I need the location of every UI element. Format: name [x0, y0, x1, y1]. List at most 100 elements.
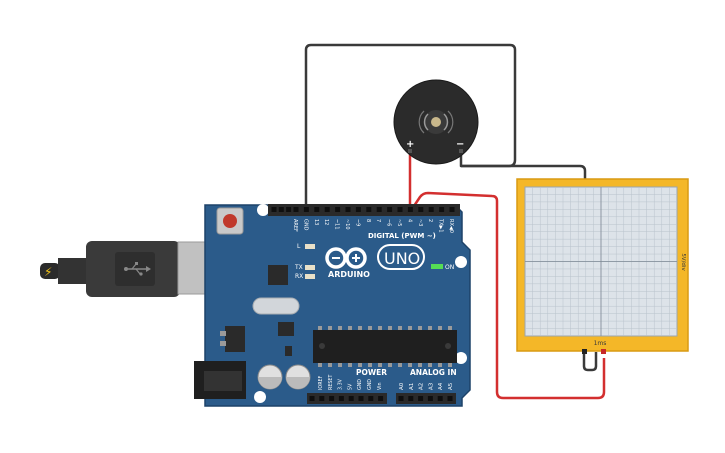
atmega-chip-pins	[318, 326, 452, 367]
digital-pin-label: 4	[406, 219, 412, 222]
on-label: ON	[445, 264, 454, 271]
digital-pin-hole[interactable]	[345, 207, 351, 212]
chip-pin	[438, 363, 442, 367]
piezo-buzzer[interactable]: + −	[393, 79, 479, 165]
atmega-chip	[313, 330, 457, 363]
arduino-brand: ARDUINO	[328, 270, 370, 279]
analog-pin-label: A5	[448, 382, 454, 390]
digital-pin-label: GND	[302, 219, 308, 231]
chip-pin	[358, 363, 362, 367]
power-pin-hole[interactable]	[329, 396, 335, 401]
digital-pin-label: ~9	[354, 219, 360, 226]
wire-buzzer-minus-to-scope[interactable]	[461, 164, 587, 183]
digital-pin-hole[interactable]	[428, 207, 434, 212]
power-pin-hole[interactable]	[338, 396, 344, 401]
digital-pin-hole[interactable]	[397, 207, 403, 212]
power-pin-hole[interactable]	[358, 396, 364, 401]
usb-cable-end	[40, 263, 60, 279]
chip-pin	[348, 363, 352, 367]
digital-pin-hole[interactable]	[449, 207, 455, 212]
wires	[304, 43, 606, 400]
chip-pin	[388, 326, 392, 330]
power-pin-hole[interactable]	[319, 396, 325, 401]
power-pin-hole[interactable]	[368, 396, 374, 401]
oscilloscope[interactable]: 5V/div 1ms	[516, 178, 689, 354]
header-pin-hole[interactable]	[278, 207, 284, 212]
chip-pin	[328, 326, 332, 330]
uno-label: UNO	[384, 249, 420, 268]
chip-pin	[338, 326, 342, 330]
chip-pin	[448, 363, 452, 367]
analog-pin-hole[interactable]	[418, 396, 424, 401]
digital-pin-hole[interactable]	[387, 207, 393, 212]
mounting-hole	[254, 391, 266, 403]
chip-pin	[408, 363, 412, 367]
chip-pin	[318, 363, 322, 367]
header-pin-hole[interactable]	[271, 207, 277, 212]
power-pin-label: IOREF	[318, 375, 324, 390]
usb-chip	[268, 265, 288, 285]
chip-pin	[408, 326, 412, 330]
header-pin-hole[interactable]	[286, 207, 292, 212]
chip-pin	[338, 363, 342, 367]
capacitor	[285, 364, 311, 390]
chip-pin	[428, 363, 432, 367]
digital-pin-hole[interactable]	[293, 207, 299, 212]
bottom-pin-holes	[309, 396, 453, 401]
scope-ground-terminal[interactable]	[582, 349, 587, 354]
led-l	[305, 244, 315, 249]
digital-pin-label: 8	[365, 219, 371, 222]
power-pin-label: RESET	[328, 375, 334, 390]
analog-pin-label: A3	[428, 382, 434, 390]
digital-pin-hole[interactable]	[324, 207, 330, 212]
digital-pin-hole[interactable]	[376, 207, 382, 212]
power-pin-hole[interactable]	[309, 396, 315, 401]
uno-badge	[377, 244, 425, 270]
led-tx	[305, 265, 315, 270]
digital-pin-label: 13	[313, 219, 319, 225]
analog-pin-hole[interactable]	[398, 396, 404, 401]
smd-chip	[278, 322, 294, 336]
buzzer-minus-terminal[interactable]	[459, 149, 463, 153]
digital-pin-hole[interactable]	[407, 207, 413, 212]
digital-pin-hole[interactable]	[335, 207, 341, 212]
digital-pin-hole[interactable]	[355, 207, 361, 212]
power-pin-hole[interactable]	[348, 396, 354, 401]
chip-pin	[318, 326, 322, 330]
scope-probe-terminal[interactable]	[601, 349, 606, 354]
wire-scope-ground-loop[interactable]	[582, 352, 598, 372]
digital-pin-label: RX◀0	[448, 219, 454, 233]
power-pin-hole[interactable]	[378, 396, 384, 401]
analog-pin-hole[interactable]	[427, 396, 433, 401]
analog-pin-hole[interactable]	[447, 396, 453, 401]
capacitor	[257, 364, 283, 390]
digital-pin-hole[interactable]	[314, 207, 320, 212]
digital-pin-hole[interactable]	[303, 207, 309, 212]
voltage-regulator	[225, 326, 245, 352]
lightning-icon: ⚡	[44, 265, 52, 279]
chip-pin	[398, 363, 402, 367]
digital-pin-hole[interactable]	[439, 207, 445, 212]
smd-component	[285, 346, 292, 356]
analog-pin-hole[interactable]	[437, 396, 443, 401]
analog-pin-hole[interactable]	[408, 396, 414, 401]
power-label: POWER	[356, 368, 387, 377]
crystal-oscillator	[252, 297, 300, 315]
analog-header	[396, 393, 456, 404]
digital-pin-hole[interactable]	[366, 207, 372, 212]
digital-pin-label: ~11	[334, 219, 340, 230]
buzzer-plus-terminal[interactable]	[408, 149, 412, 153]
chip-pin	[438, 326, 442, 330]
power-pin-label: 3.3V	[338, 378, 344, 390]
wire-pin4-to-scope-probe[interactable]	[408, 191, 606, 400]
power-pin-label: 5V	[347, 383, 353, 390]
digital-label: DIGITAL (PWM ~)	[368, 232, 436, 240]
power-pin-label: GND	[367, 379, 373, 390]
chip-pin	[378, 363, 382, 367]
power-header	[307, 393, 387, 404]
digital-pin-label: 2	[427, 219, 433, 222]
digital-pin-hole[interactable]	[418, 207, 424, 212]
